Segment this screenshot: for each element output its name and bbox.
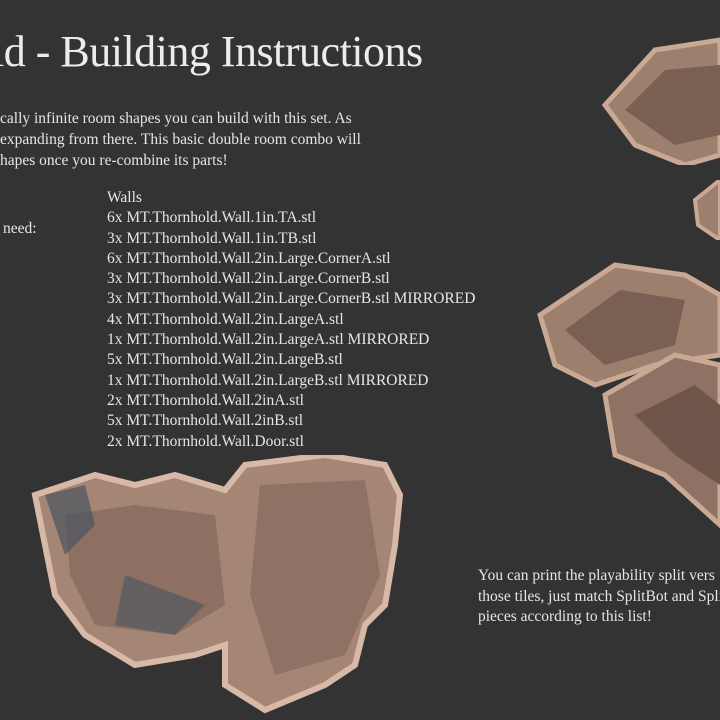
- room-isometric-render-small: [692, 180, 720, 240]
- intro-line: cally infinite room shapes you can build…: [0, 110, 352, 127]
- part-item: 1x MT.Thornhold.Wall.2in.LargeA.stl MIRR…: [107, 331, 430, 349]
- part-item: 4x MT.Thornhold.Wall.2in.LargeA.stl: [107, 310, 344, 328]
- intro-paragraph: cally infinite room shapes you can build…: [0, 108, 361, 171]
- parts-heading: Walls: [107, 189, 142, 206]
- part-item: 2x MT.Thornhold.Wall.Door.stl: [107, 432, 304, 450]
- note-line: those tiles, just match SplitBot and Spl…: [478, 587, 720, 605]
- intro-line: hapes once you re-combine its parts!: [0, 152, 228, 169]
- note-line: pieces according to this list!: [478, 608, 652, 625]
- part-item: 3x MT.Thornhold.Wall.1in.TB.stl: [107, 229, 317, 247]
- part-item: 3x MT.Thornhold.Wall.2in.Large.CornerB.s…: [107, 290, 476, 308]
- part-item: 6x MT.Thornhold.Wall.2in.Large.CornerA.s…: [107, 249, 391, 267]
- room-isometric-render-top: [601, 37, 720, 165]
- split-note: You can print the playability split vers…: [478, 566, 720, 628]
- part-item: 2x MT.Thornhold.Wall.2inA.stl: [107, 391, 304, 409]
- parts-list: Walls 6x MT.Thornhold.Wall.1in.TA.stl 3x…: [107, 188, 475, 452]
- part-item: 5x MT.Thornhold.Wall.2in.LargeB.stl: [107, 351, 343, 369]
- part-item: 5x MT.Thornhold.Wall.2inB.stl: [107, 412, 304, 430]
- part-item: 1x MT.Thornhold.Wall.2in.LargeB.stl MIRR…: [107, 371, 429, 389]
- note-line: You can print the playability split vers: [478, 567, 715, 584]
- page-title: ld - Building Instructions: [0, 27, 423, 76]
- room-topdown-render: [31, 455, 404, 714]
- room-isometric-render-exploded: [537, 262, 720, 529]
- part-item: 3x MT.Thornhold.Wall.2in.Large.CornerB.s…: [107, 270, 390, 288]
- intro-line: expanding from there. This basic double …: [0, 131, 361, 148]
- need-label: need:: [3, 220, 37, 237]
- part-item: 6x MT.Thornhold.Wall.1in.TA.stl: [107, 209, 317, 227]
